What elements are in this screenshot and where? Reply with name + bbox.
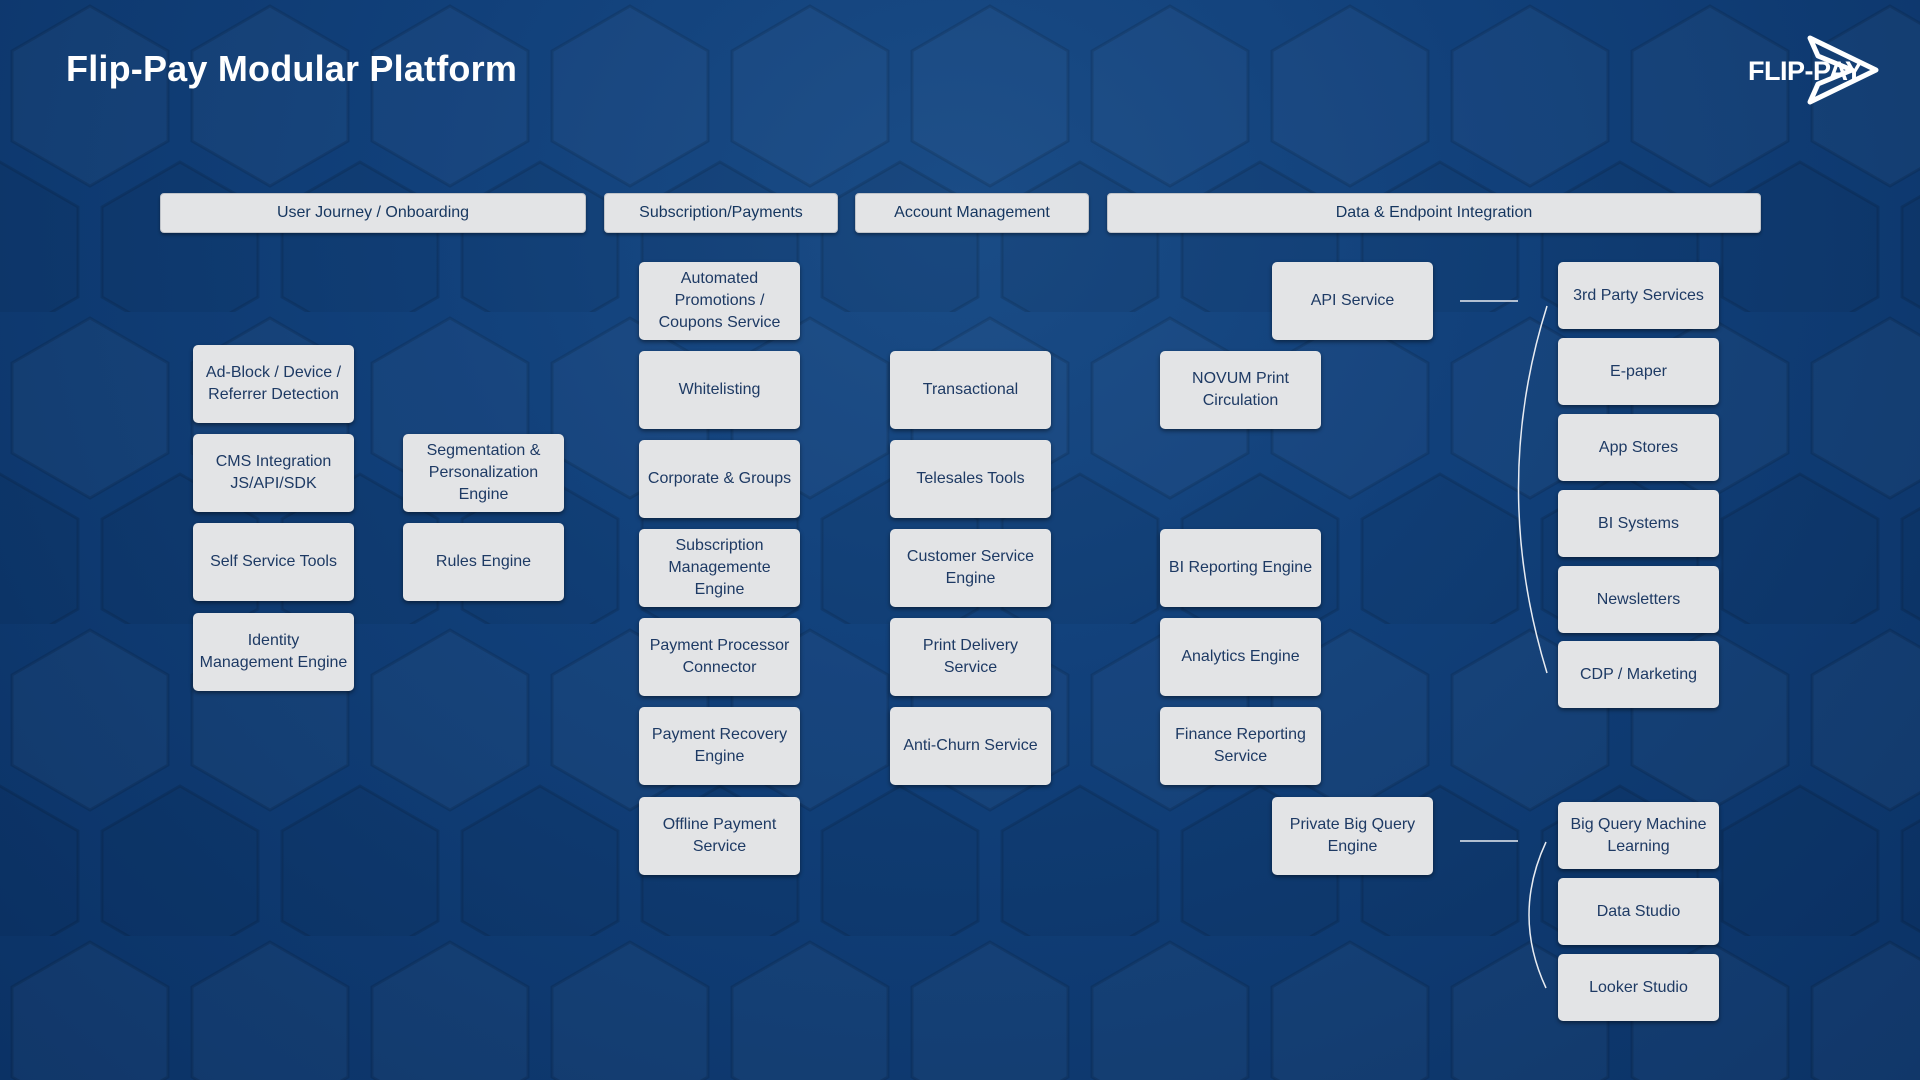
segmentation-engine-box: Segmentation & Personalization Engine xyxy=(403,434,564,512)
app-stores-box: App Stores xyxy=(1558,414,1719,481)
identity-management-box: Identity Management Engine xyxy=(193,613,354,691)
header-data-endpoint-integration: Data & Endpoint Integration xyxy=(1107,193,1761,233)
rules-engine-box: Rules Engine xyxy=(403,523,564,601)
looker-studio-box: Looker Studio xyxy=(1558,954,1719,1021)
anti-churn-box: Anti-Churn Service xyxy=(890,707,1051,785)
corporate-groups-box: Corporate & Groups xyxy=(639,440,800,518)
flip-pay-logo: FLIP-PAY xyxy=(1744,34,1884,106)
offline-payment-box: Offline Payment Service xyxy=(639,797,800,875)
cms-integration-box: CMS Integration JS/API/SDK xyxy=(193,434,354,512)
bigquery-ml-box: Big Query Machine Learning xyxy=(1558,802,1719,869)
api-service-box: API Service xyxy=(1272,262,1433,340)
header-subscription-payments: Subscription/Payments xyxy=(604,193,838,233)
payment-processor-box: Payment Processor Connector xyxy=(639,618,800,696)
subscription-management-box: Subscription Managemente Engine xyxy=(639,529,800,607)
print-delivery-box: Print Delivery Service xyxy=(890,618,1051,696)
telesales-tools-box: Telesales Tools xyxy=(890,440,1051,518)
analytics-engine-box: Analytics Engine xyxy=(1160,618,1321,696)
promotions-coupons-box: Automated Promotions / Coupons Service xyxy=(639,262,800,340)
logo-text: FLIP-PAY xyxy=(1748,56,1863,86)
finance-reporting-box: Finance Reporting Service xyxy=(1160,707,1321,785)
epaper-box: E-paper xyxy=(1558,338,1719,405)
third-party-services-box: 3rd Party Services xyxy=(1558,262,1719,329)
customer-service-box: Customer Service Engine xyxy=(890,529,1051,607)
play-arrow-icon xyxy=(1807,35,1879,105)
whitelisting-box: Whitelisting xyxy=(639,351,800,429)
transactional-box: Transactional xyxy=(890,351,1051,429)
bi-systems-box: BI Systems xyxy=(1558,490,1719,557)
data-studio-box: Data Studio xyxy=(1558,878,1719,945)
cdp-marketing-box: CDP / Marketing xyxy=(1558,641,1719,708)
self-service-tools-box: Self Service Tools xyxy=(193,523,354,601)
header-user-journey: User Journey / Onboarding xyxy=(160,193,586,233)
page-title: Flip-Pay Modular Platform xyxy=(66,48,518,89)
bi-reporting-box: BI Reporting Engine xyxy=(1160,529,1321,607)
newsletters-box: Newsletters xyxy=(1558,566,1719,633)
private-bigquery-box: Private Big Query Engine xyxy=(1272,797,1433,875)
adblock-detection-box: Ad-Block / Device / Referrer Detection xyxy=(193,345,354,423)
novum-print-box: NOVUM Print Circulation xyxy=(1160,351,1321,429)
header-account-management: Account Management xyxy=(855,193,1089,233)
payment-recovery-box: Payment Recovery Engine xyxy=(639,707,800,785)
